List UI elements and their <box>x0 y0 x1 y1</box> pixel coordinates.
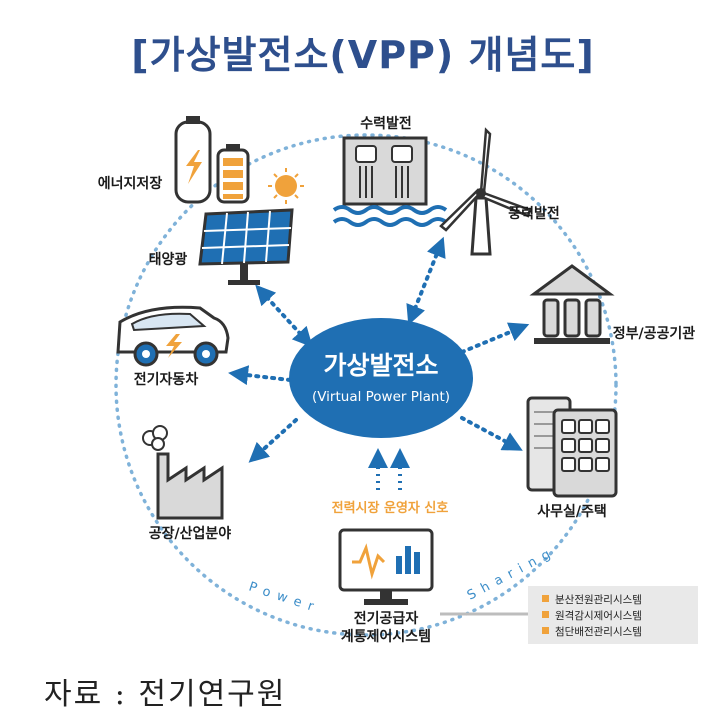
label-factory: 공장/산업분야 <box>149 525 232 542</box>
factory-icon <box>142 425 224 520</box>
label-office-home: 사무실/주택 <box>537 503 607 520</box>
outer-dotted-ring <box>114 133 618 637</box>
label-grid-control-line1: 전기공급자 <box>354 610 419 627</box>
market-signal-arrows <box>368 448 410 490</box>
arrow-government <box>460 322 530 354</box>
label-market-signal: 전력시장 운영자 신호 <box>332 500 449 516</box>
hydro-dam-icon <box>332 136 448 227</box>
label-energy-storage: 에너지저장 <box>98 175 163 192</box>
electric-vehicle-icon <box>116 305 230 367</box>
solar-panel-icon <box>198 208 294 285</box>
legend-square-icon <box>542 627 549 634</box>
arrow-ev <box>228 365 292 386</box>
center-title: 가상발전소 <box>323 351 438 380</box>
page-title: [가상발전소(VPP) 개념도] <box>131 33 595 77</box>
label-grid-control-line2: 계통제어시스템 <box>341 628 431 645</box>
legend-item: 원격감시제어시스템 <box>542 608 698 624</box>
legend-square-icon <box>542 595 549 602</box>
system-legend: 분산전원관리시스템 원격감시제어시스템 첨단배전관리시스템 <box>528 586 698 644</box>
arrow-hydro <box>406 236 446 326</box>
legend-item: 첨단배전관리시스템 <box>542 624 698 640</box>
energy-storage-icon <box>174 116 250 204</box>
arrow-office <box>460 416 523 451</box>
label-hydro: 수력발전 <box>360 115 412 132</box>
office-building-icon <box>526 396 618 498</box>
grid-control-monitor-icon <box>338 528 434 605</box>
source-note: 자료 : 전기연구원 <box>44 677 287 712</box>
label-government: 정부/공공기관 <box>613 325 696 342</box>
connection-arrows <box>228 236 530 463</box>
center-vpp: 가상발전소 (Virtual Power Plant) <box>289 318 473 438</box>
legend-square-icon <box>542 611 549 618</box>
legend-item: 분산전원관리시스템 <box>542 592 698 608</box>
label-electric-vehicle: 전기자동차 <box>134 371 199 388</box>
arrow-factory <box>248 418 298 463</box>
wind-turbine-icon <box>439 127 532 256</box>
center-subtitle: (Virtual Power Plant) <box>312 389 450 405</box>
label-solar: 태양광 <box>149 251 188 268</box>
sun-icon <box>268 168 304 204</box>
label-wind: 풍력발전 <box>508 205 560 222</box>
arrow-solar <box>255 284 313 348</box>
government-building-icon <box>529 264 615 344</box>
